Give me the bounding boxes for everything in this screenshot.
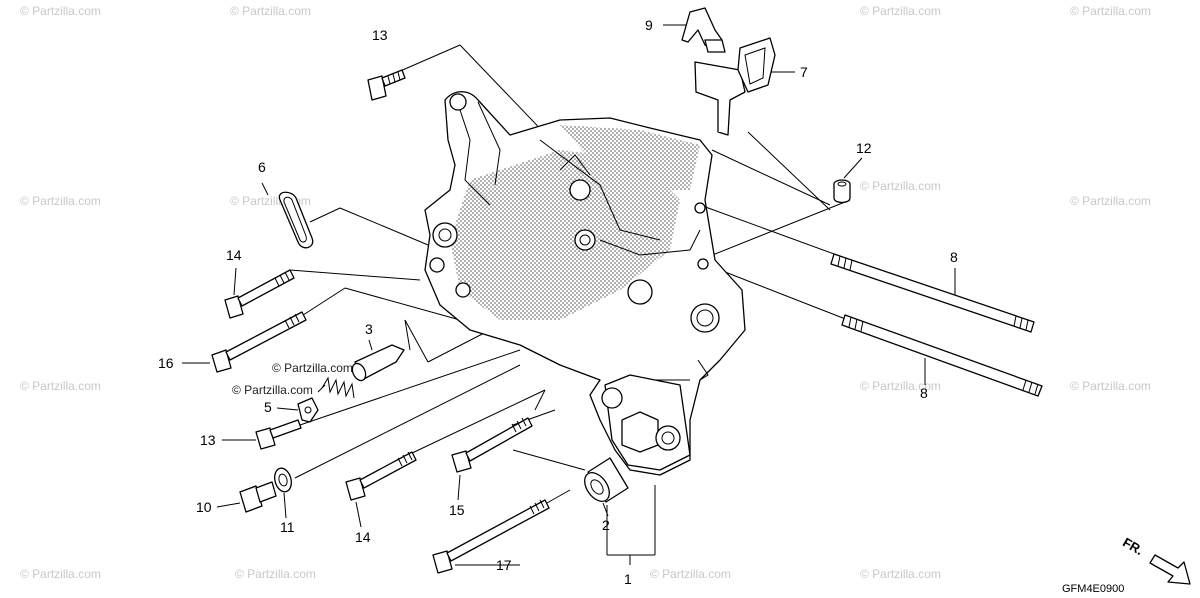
callout-12: 12 <box>856 140 872 156</box>
callout-10: 10 <box>196 499 212 515</box>
direction-label: FR. <box>1120 535 1146 558</box>
part-7-bracket <box>694 37 776 136</box>
svg-text:© Partzilla.com: © Partzilla.com <box>860 179 941 193</box>
svg-text:© Partzilla.com: © Partzilla.com <box>20 4 101 18</box>
crankcase-body <box>424 91 746 476</box>
callout-16: 16 <box>158 355 174 371</box>
callout-5: 5 <box>264 399 272 415</box>
inline-watermark-2: © Partzilla.com <box>272 361 353 375</box>
callout-14a: 14 <box>226 247 242 263</box>
diagram-code: GFM4E0900 <box>1062 583 1124 595</box>
callout-stubs <box>182 157 956 566</box>
leader-lines <box>289 24 851 565</box>
callout-1: 1 <box>624 571 632 587</box>
svg-text:© Partzilla.com: © Partzilla.com <box>1070 194 1151 208</box>
part-3-piston <box>351 344 405 382</box>
svg-text:© Partzilla.com: © Partzilla.com <box>860 567 941 581</box>
part-14-bolt-upper <box>224 269 295 319</box>
part-4-spring <box>317 376 355 399</box>
part-5-plate <box>297 397 319 423</box>
callout-13b: 13 <box>200 432 216 448</box>
part-10-bolt <box>239 481 277 513</box>
part-16-bolt <box>211 311 307 373</box>
part-8-stud-lower <box>841 314 1043 397</box>
part-13-bolt-lower <box>255 419 302 450</box>
callout-14b: 14 <box>355 529 371 545</box>
callout-6: 6 <box>258 159 266 175</box>
svg-text:© Partzilla.com: © Partzilla.com <box>235 567 316 581</box>
svg-text:© Partzilla.com: © Partzilla.com <box>1070 379 1151 393</box>
svg-text:© Partzilla.com: © Partzilla.com <box>1070 4 1151 18</box>
svg-text:© Partzilla.com: © Partzilla.com <box>650 567 731 581</box>
callout-8a: 8 <box>950 249 958 265</box>
callout-3: 3 <box>365 321 373 337</box>
part-15-bolt <box>451 417 533 473</box>
part-17-bolt <box>432 499 550 574</box>
callout-8b: 8 <box>920 385 928 401</box>
callout-7: 7 <box>800 64 808 80</box>
part-11-washer <box>274 467 292 493</box>
part-13-bolt-upper <box>367 69 406 101</box>
watermark-layer: © Partzilla.com © Partzilla.com © Partzi… <box>20 4 1151 581</box>
part-2-bushing <box>584 457 629 503</box>
part-6-o-ring <box>278 191 314 249</box>
svg-text:© Partzilla.com: © Partzilla.com <box>860 379 941 393</box>
part-12-dowel <box>833 179 851 204</box>
front-direction-arrow: FR. <box>1120 535 1191 585</box>
svg-text:© Partzilla.com: © Partzilla.com <box>20 194 101 208</box>
callout-13a: 13 <box>372 27 388 43</box>
callout-9: 9 <box>645 17 653 33</box>
callout-2: 2 <box>602 517 610 533</box>
svg-text:© Partzilla.com: © Partzilla.com <box>20 567 101 581</box>
svg-text:© Partzilla.com: © Partzilla.com <box>230 4 311 18</box>
inline-watermark: © Partzilla.com <box>232 383 313 397</box>
part-8-stud-upper <box>830 253 1035 333</box>
part-14-bolt-lower <box>345 451 417 501</box>
part-9-clip <box>681 7 726 53</box>
svg-text:© Partzilla.com: © Partzilla.com <box>860 4 941 18</box>
svg-text:© Partzilla.com: © Partzilla.com <box>20 379 101 393</box>
callout-11: 11 <box>280 519 295 535</box>
callout-labels: 1 2 3 5 6 7 8 8 9 10 11 12 13 13 14 14 1… <box>158 17 958 587</box>
callout-15: 15 <box>449 502 465 518</box>
